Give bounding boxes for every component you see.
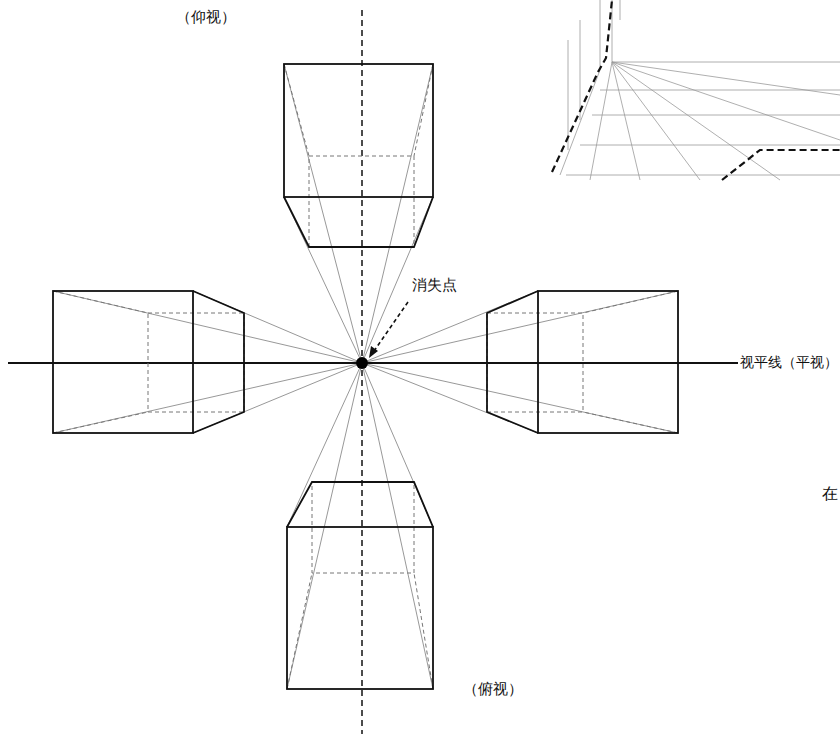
text-label: 视平线（平视） xyxy=(740,354,838,370)
text-label: 消失点 xyxy=(412,276,457,294)
hidden-edges xyxy=(53,64,678,689)
pointer-line xyxy=(372,302,408,354)
text-label: （俯视） xyxy=(463,680,523,698)
pointer-head xyxy=(369,346,378,358)
corridor-sketch xyxy=(560,0,840,180)
dashed-outline xyxy=(722,150,840,180)
vanishing-point xyxy=(356,357,368,369)
cube-outline xyxy=(53,64,678,689)
perspective-rays xyxy=(53,64,678,689)
text-label: 在 xyxy=(822,484,838,503)
horizon-line xyxy=(8,362,738,364)
vertical-axis xyxy=(361,10,363,734)
dashed-outline xyxy=(552,0,612,172)
text-label: （仰视） xyxy=(176,8,236,26)
